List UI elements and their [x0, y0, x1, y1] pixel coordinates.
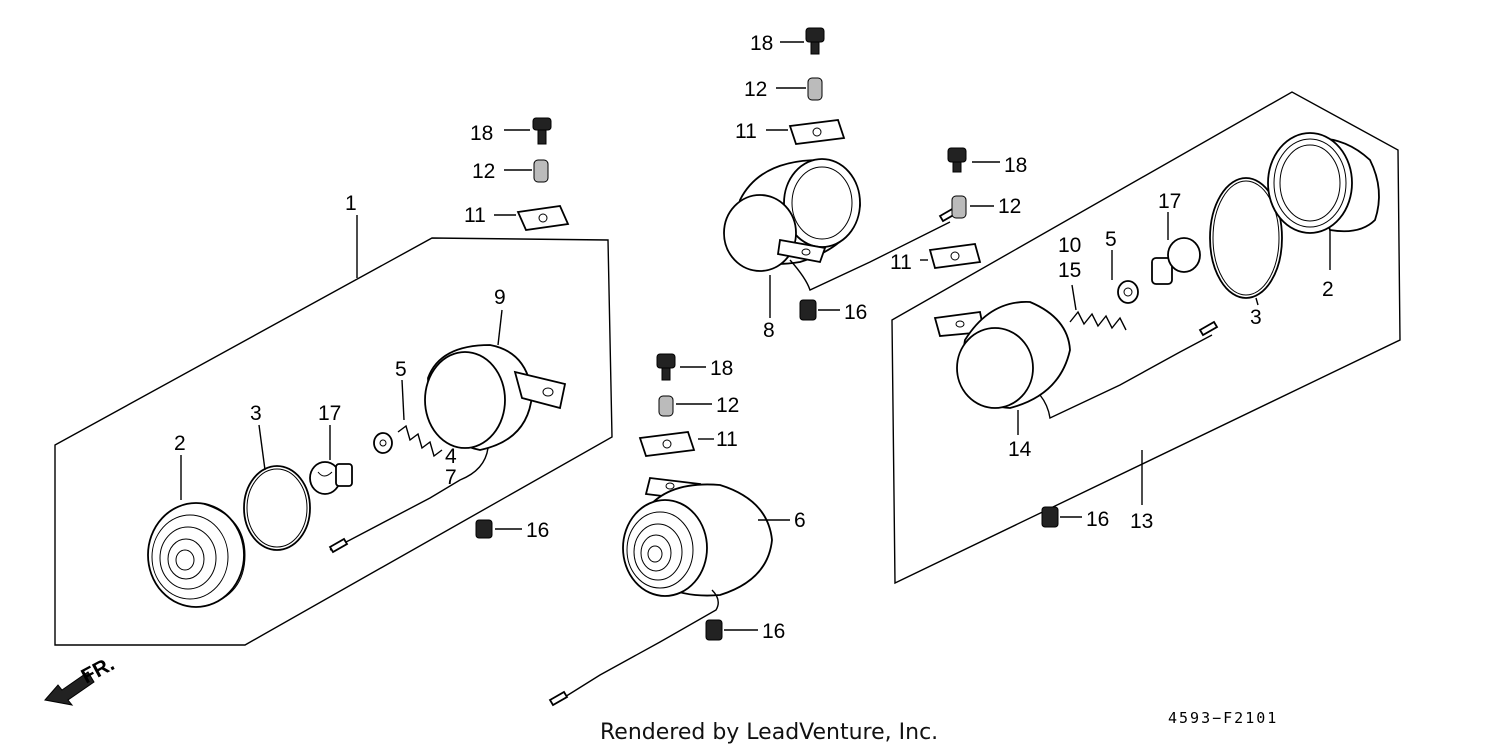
wire-left — [329, 447, 489, 551]
callout-18-mid-top: 18 — [750, 32, 773, 55]
lens-2-left — [147, 502, 246, 608]
hardware-stack-mid-bottom — [638, 353, 714, 457]
footer-text: Rendered by LeadVenture, Inc. — [600, 720, 938, 745]
nut-16-mid-bottom — [705, 619, 723, 641]
callout-16-mid-bottom: 16 — [762, 620, 785, 643]
callout-3-left: 3 — [250, 402, 262, 425]
hardware-stack-left — [494, 117, 570, 231]
callout-17-left: 17 — [318, 402, 341, 425]
housing-14 — [933, 301, 1071, 409]
hardware-stack-mid-right — [920, 147, 1000, 269]
callout-12-mid-right: 12 — [998, 195, 1021, 218]
gasket-3-left — [243, 465, 311, 551]
callout-10: 10 — [1058, 234, 1081, 257]
callout-11-left: 11 — [464, 204, 486, 227]
hardware-stack-mid-top — [766, 27, 846, 145]
front-direction-arrow: FR. — [44, 652, 118, 706]
callout-12-mid-bottom: 12 — [716, 394, 739, 417]
callout-2-right: 2 — [1322, 278, 1334, 301]
callout-15: 15 — [1058, 259, 1081, 282]
callout-14: 14 — [1008, 438, 1032, 461]
assembly-middle-top — [723, 27, 1000, 321]
callout-7: 7 — [445, 466, 457, 489]
assembly-middle-bottom — [548, 353, 790, 707]
callout-12-mid-top: 12 — [744, 78, 767, 101]
callout-11-mid-bottom: 11 — [716, 428, 738, 451]
callout-18-mid-right: 18 — [1004, 154, 1027, 177]
wire-right — [1039, 334, 1213, 420]
bulb-17-right — [1151, 237, 1201, 285]
gasket-3-right — [1209, 177, 1283, 299]
callout-18-left: 18 — [470, 122, 493, 145]
nut-16-mid-top — [799, 299, 817, 321]
housing-8 — [723, 158, 861, 272]
callout-16-left: 16 — [526, 519, 549, 542]
assembly-left-group — [54, 117, 613, 646]
callout-16-mid-top: 16 — [844, 301, 867, 324]
callout-4: 4 — [445, 445, 457, 468]
housing-6 — [622, 477, 773, 597]
callout-16-right: 16 — [1086, 508, 1109, 531]
callout-17-right: 17 — [1158, 190, 1181, 213]
callout-11-mid-right: 11 — [890, 251, 912, 274]
callout-18-mid-bottom: 18 — [710, 357, 733, 380]
callout-6: 6 — [794, 509, 806, 532]
diagram-code: 4593−F2101 — [1168, 709, 1278, 727]
callout-8: 8 — [763, 319, 775, 342]
housing-9-left — [424, 344, 567, 451]
callout-5-right: 5 — [1105, 228, 1117, 251]
assembly-outline-left — [54, 237, 613, 646]
assembly-outline-right — [891, 91, 1401, 585]
nut-16-left — [475, 519, 493, 539]
callout-2-left: 2 — [174, 432, 186, 455]
wire-mid-bottom — [559, 589, 719, 701]
wire-mid-top — [789, 221, 951, 291]
callout-9: 9 — [494, 286, 506, 309]
socket-spring-right — [1069, 280, 1139, 331]
assembly-right-group — [891, 91, 1401, 585]
bulb-17-left — [309, 461, 353, 495]
callout-13: 13 — [1130, 510, 1153, 533]
callout-1: 1 — [345, 192, 357, 215]
callout-12-left: 12 — [472, 160, 495, 183]
callout-3-right: 3 — [1250, 306, 1262, 329]
lens-2-right — [1267, 132, 1380, 234]
callout-5-left: 5 — [395, 358, 407, 381]
nut-16-right — [1041, 506, 1059, 528]
callout-11-mid-top: 11 — [735, 120, 757, 143]
